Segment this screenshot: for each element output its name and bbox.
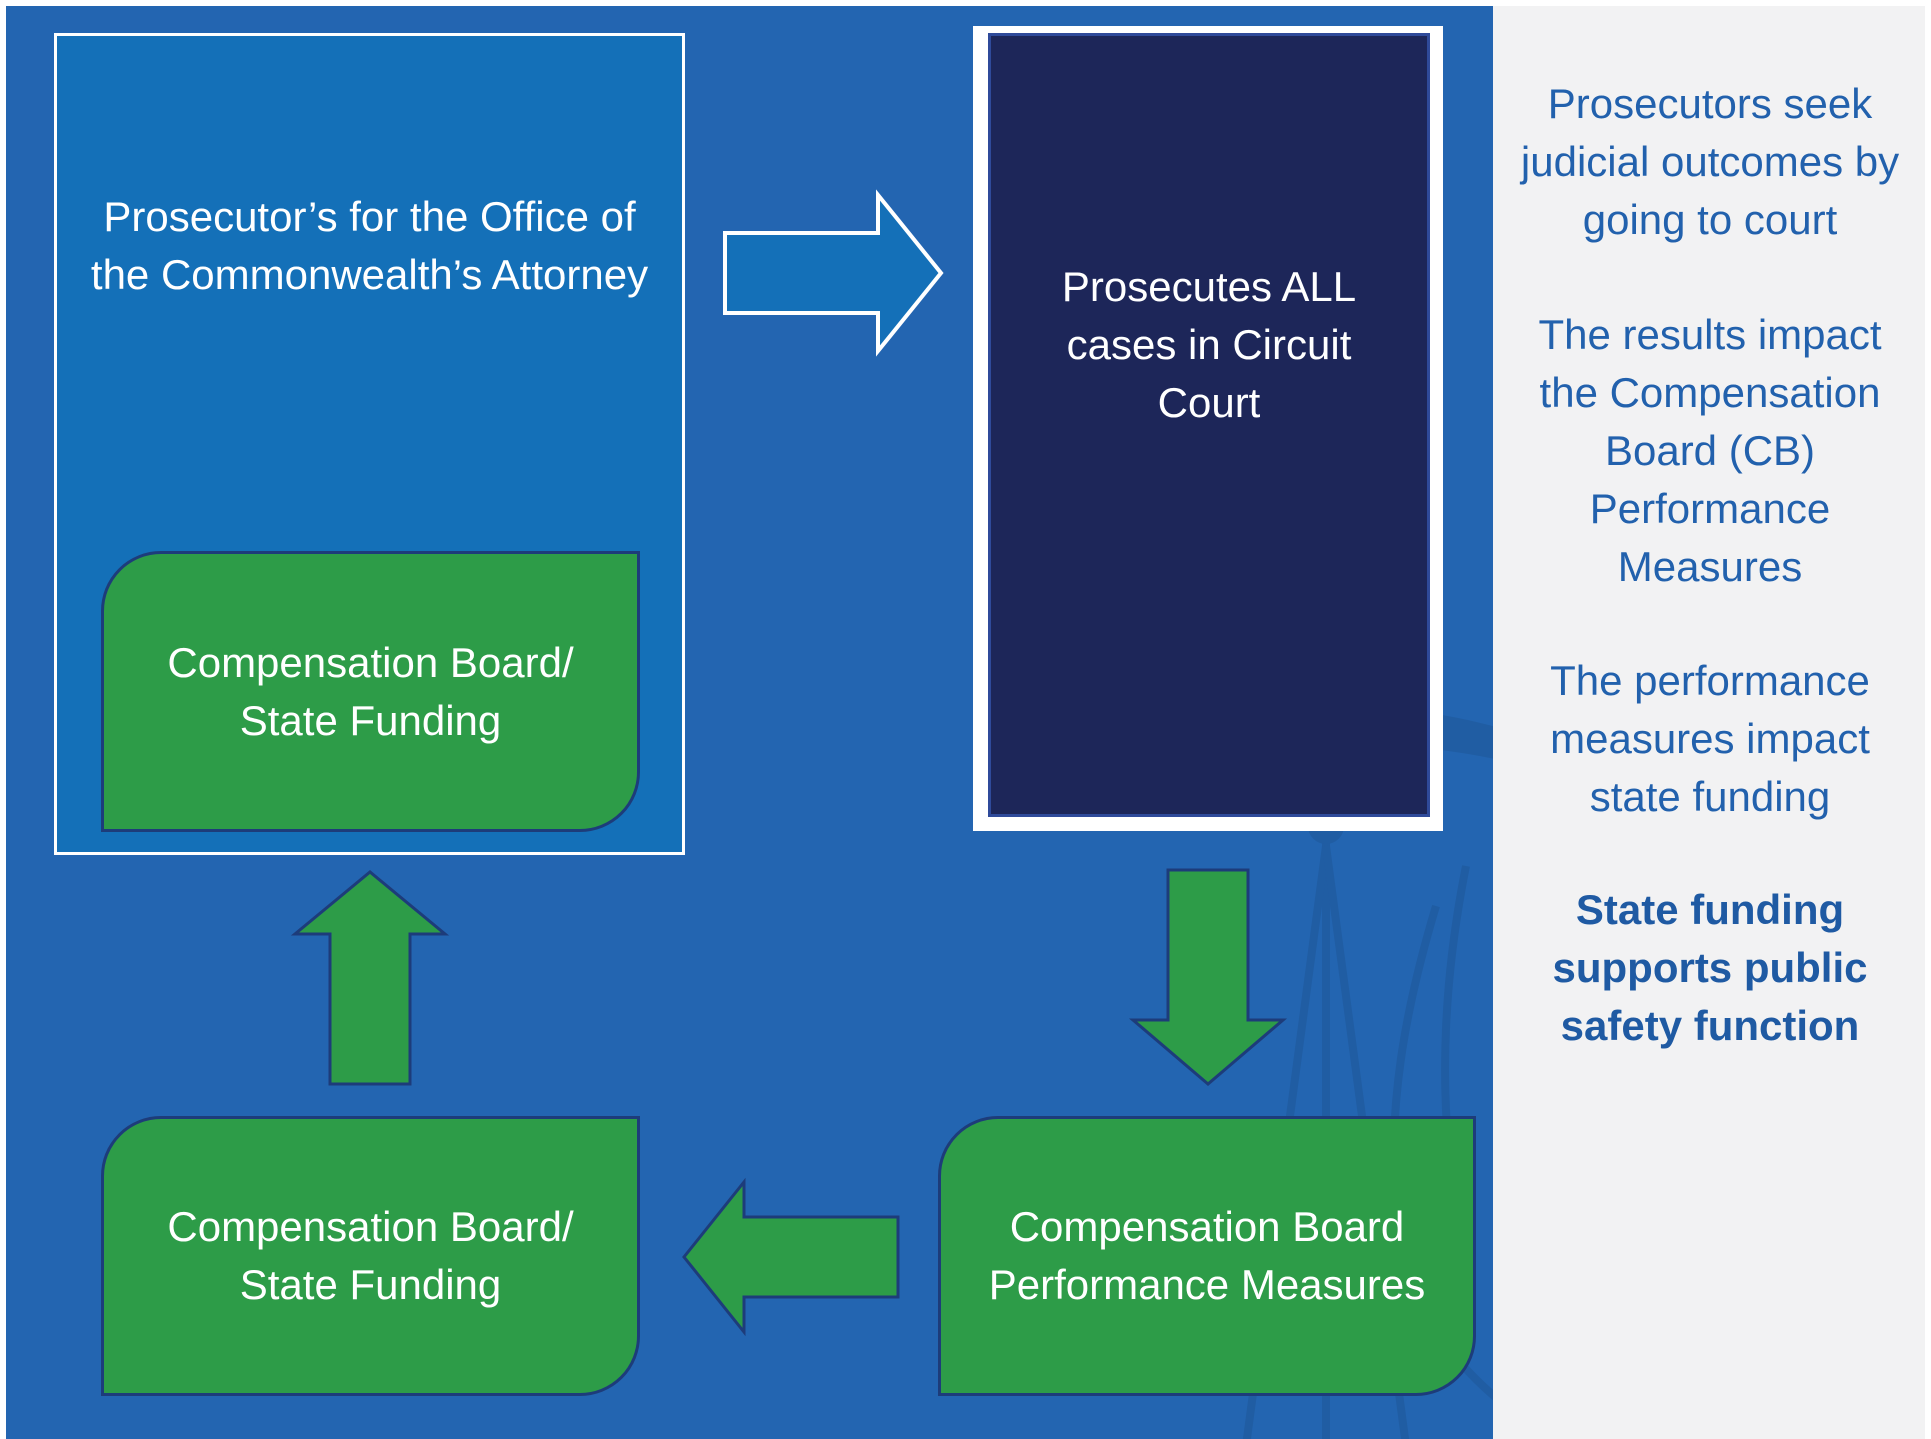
side-note-1: Prosecutors seek judicial outcomes by go… — [1520, 80, 1900, 243]
side-note-4: State funding supports public safety fun… — [1552, 886, 1868, 1049]
arrow-down-icon — [1128, 868, 1288, 1086]
side-note-3: The performance measures impact state fu… — [1550, 657, 1870, 820]
funding-box-top: Compensation Board/ State Funding — [101, 551, 640, 832]
court-box: Prosecutes ALL cases in Circuit Court — [988, 33, 1430, 817]
funding-box-top-label: Compensation Board/ State Funding — [167, 638, 574, 744]
side-notes-panel — [1493, 6, 1925, 1439]
measures-box: Compensation Board Performance Measures — [938, 1116, 1476, 1396]
court-box-label: Prosecutes ALL cases in Circuit Court — [1061, 263, 1357, 426]
arrow-right-icon — [723, 189, 944, 357]
prosecutor-box-label: Prosecutor’s for the Office of the Commo… — [90, 193, 649, 298]
arrow-up-icon — [290, 870, 450, 1086]
measures-box-label: Compensation Board Performance Measures — [988, 1203, 1426, 1308]
side-note-2: The results impact the Compensation Boar… — [1538, 311, 1882, 590]
arrow-left-icon — [682, 1177, 900, 1337]
funding-box-bottom-label: Compensation Board/ State Funding — [167, 1203, 574, 1308]
funding-box-bottom: Compensation Board/ State Funding — [101, 1116, 640, 1396]
